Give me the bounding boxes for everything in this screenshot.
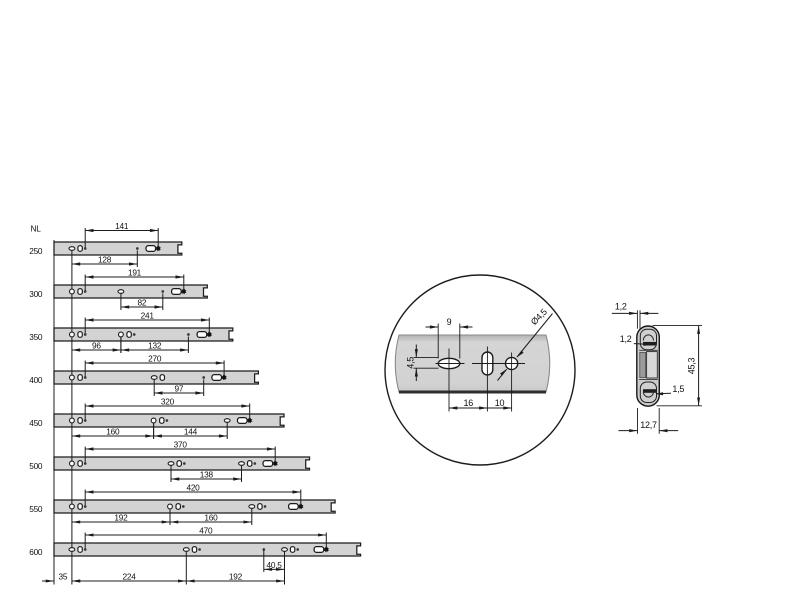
svg-text:96: 96 — [92, 340, 101, 350]
svg-text:4,5: 4,5 — [405, 357, 415, 369]
svg-text:250: 250 — [29, 246, 43, 256]
svg-text:82: 82 — [138, 297, 147, 307]
svg-text:138: 138 — [200, 469, 214, 479]
svg-text:97: 97 — [175, 383, 184, 393]
svg-text:16: 16 — [463, 398, 473, 408]
svg-text:600: 600 — [29, 547, 43, 557]
svg-text:141: 141 — [115, 221, 129, 231]
svg-text:9: 9 — [447, 317, 452, 327]
svg-text:192: 192 — [114, 512, 128, 522]
svg-text:500: 500 — [29, 461, 43, 471]
svg-text:160: 160 — [204, 512, 218, 522]
svg-text:1,2: 1,2 — [620, 334, 632, 344]
svg-text:550: 550 — [29, 504, 43, 514]
svg-text:160: 160 — [106, 426, 120, 436]
svg-text:1,2: 1,2 — [615, 301, 627, 311]
svg-text:192: 192 — [229, 571, 243, 581]
svg-text:10: 10 — [495, 398, 505, 408]
svg-text:470: 470 — [199, 525, 213, 535]
svg-text:12,7: 12,7 — [640, 420, 657, 430]
svg-text:132: 132 — [148, 340, 162, 350]
svg-text:320: 320 — [161, 396, 175, 406]
svg-text:45,3: 45,3 — [686, 358, 696, 375]
svg-text:241: 241 — [141, 310, 155, 320]
svg-text:1,5: 1,5 — [672, 384, 684, 394]
svg-text:144: 144 — [184, 426, 198, 436]
svg-text:191: 191 — [128, 267, 142, 277]
svg-text:40,5: 40,5 — [267, 560, 283, 570]
svg-text:224: 224 — [123, 571, 137, 581]
svg-text:300: 300 — [29, 289, 43, 299]
svg-text:400: 400 — [29, 375, 43, 385]
svg-text:35: 35 — [59, 571, 68, 581]
svg-text:370: 370 — [174, 439, 188, 449]
svg-text:450: 450 — [29, 418, 43, 428]
svg-text:270: 270 — [148, 353, 162, 363]
svg-text:NL: NL — [31, 223, 42, 233]
svg-text:350: 350 — [29, 332, 43, 342]
svg-text:128: 128 — [98, 254, 112, 264]
svg-text:420: 420 — [186, 482, 200, 492]
